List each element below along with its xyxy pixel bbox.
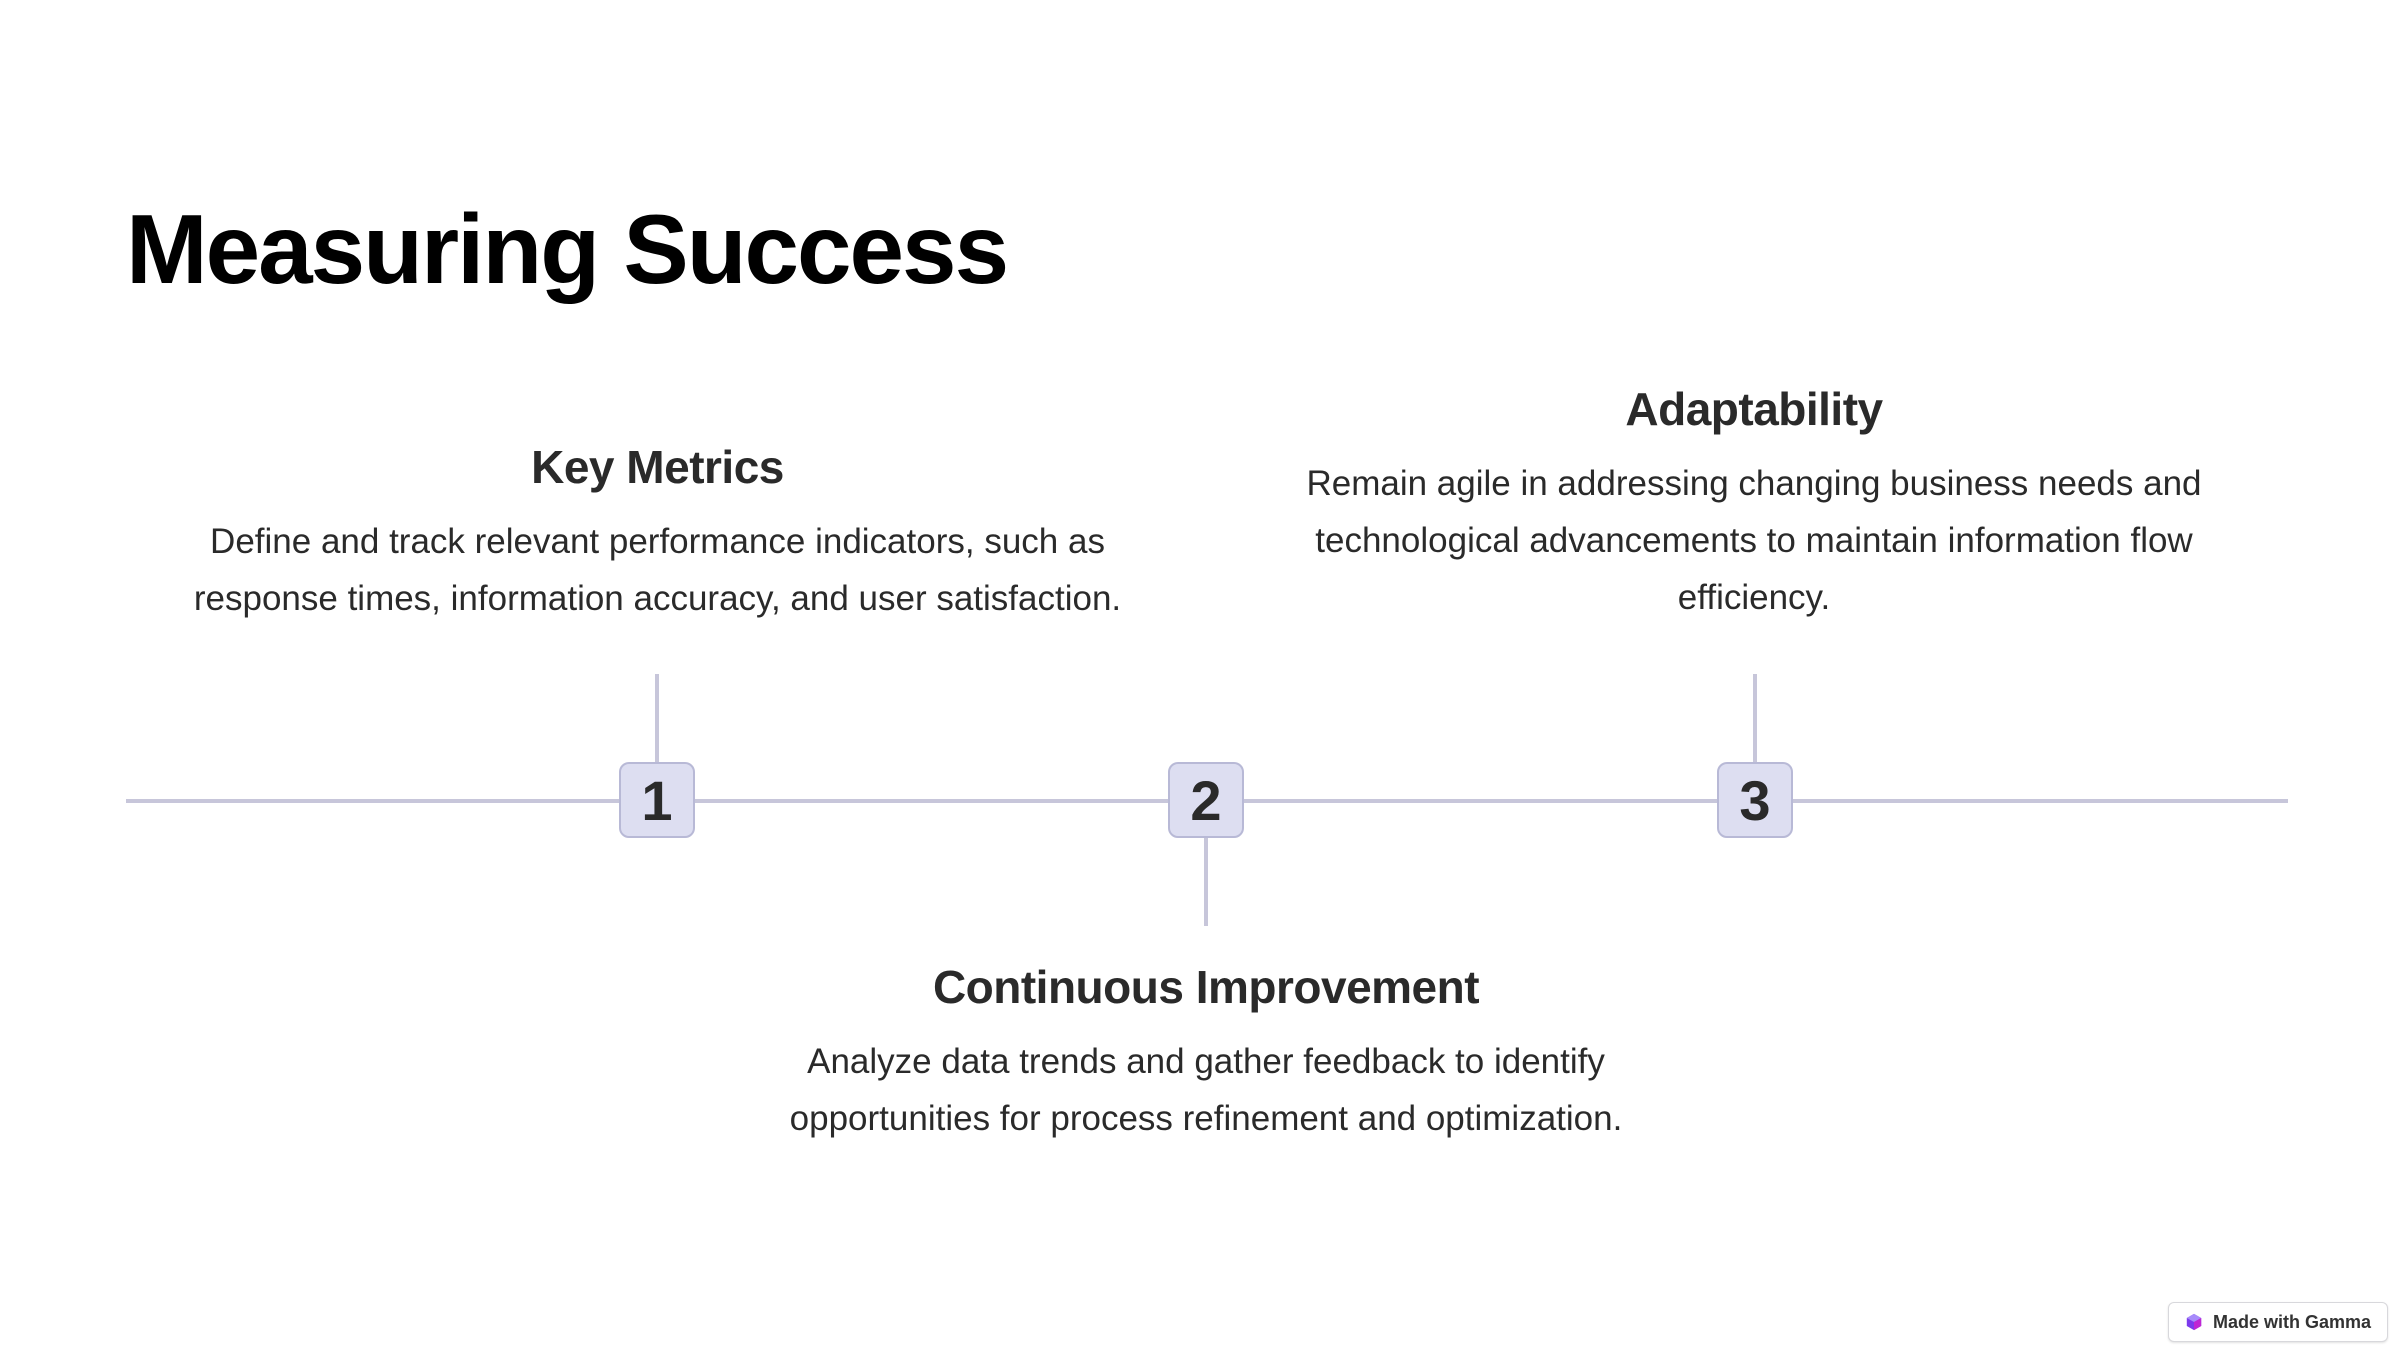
step-heading: Adaptability — [1625, 383, 1883, 435]
step-description: Analyze data trends and gather feedback … — [789, 1042, 1623, 1139]
step-marker-3: 3 — [1717, 762, 1793, 838]
step-marker-2: 2 — [1168, 762, 1244, 838]
made-with-gamma-badge[interactable]: Made with Gamma — [2167, 1302, 2388, 1342]
step-key-metrics: Key Metrics Define and track relevant pe… — [140, 440, 1175, 627]
gamma-logo-icon — [2186, 1313, 2202, 1331]
slide-title: Measuring Success — [126, 194, 1009, 304]
connector-step-2 — [1204, 800, 1208, 926]
step-adaptability: Adaptability Remain agile in addressing … — [1270, 382, 2238, 626]
step-description: Define and track relevant performance in… — [193, 522, 1122, 619]
connector-step-3 — [1753, 674, 1757, 800]
connector-step-1 — [655, 674, 659, 800]
step-description: Remain agile in addressing changing busi… — [1306, 464, 2202, 618]
step-marker-1: 1 — [619, 762, 695, 838]
step-heading: Key Metrics — [531, 441, 784, 493]
badge-label: Made with Gamma — [2212, 1311, 2371, 1332]
step-heading: Continuous Improvement — [932, 961, 1480, 1013]
step-continuous-improvement: Continuous Improvement Analyze data tren… — [740, 960, 1672, 1147]
